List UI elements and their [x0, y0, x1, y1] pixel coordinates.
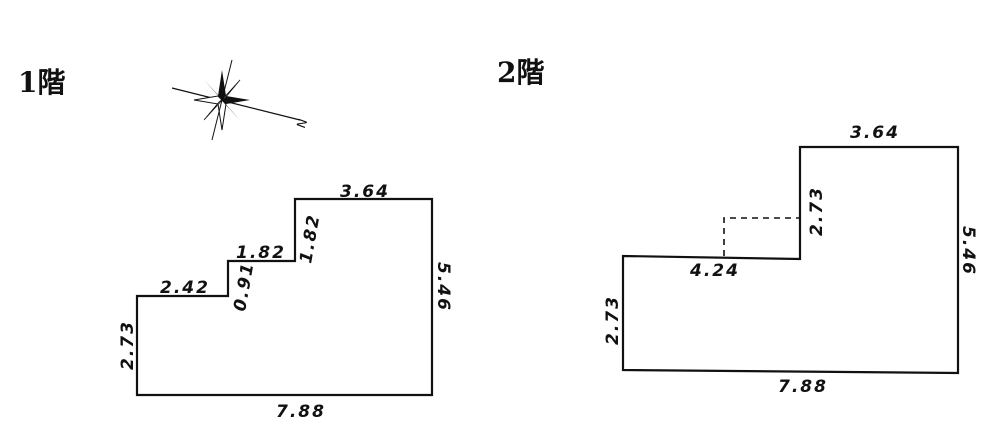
floor2-label: 2階 — [497, 56, 544, 89]
floor1-label: 1階 — [18, 66, 65, 99]
floor2-dim-left: 2.73 — [603, 295, 623, 345]
floor1-dim-right: 5.46 — [433, 262, 453, 312]
floor1-dim-step1-top: 2.42 — [160, 278, 210, 298]
floor2-outline — [621, 145, 960, 375]
compass-rose-icon: N — [171, 59, 310, 141]
north-label: N — [294, 117, 310, 130]
floor2-dim-bottom: 7.88 — [778, 377, 828, 397]
floor1-dim-bottom: 7.88 — [276, 402, 326, 422]
floor1-dim-step2-rise: 1.82 — [296, 212, 324, 265]
floor1-dim-left: 2.73 — [118, 320, 138, 370]
floor2-dashed-outline — [723, 217, 800, 256]
floor1-outline — [135, 197, 434, 397]
floor2-dim-lower-top: 4.24 — [689, 261, 740, 281]
floor2-dim-rise: 2.73 — [807, 186, 827, 236]
floor1-dim-step2-top: 1.82 — [236, 243, 286, 263]
floor1-dim-top: 3.64 — [340, 182, 390, 202]
floor2-dim-top: 3.64 — [850, 123, 900, 143]
floor1-dim-step1-rise: 0.91 — [230, 260, 258, 313]
floor2-dim-right: 5.46 — [958, 226, 978, 276]
